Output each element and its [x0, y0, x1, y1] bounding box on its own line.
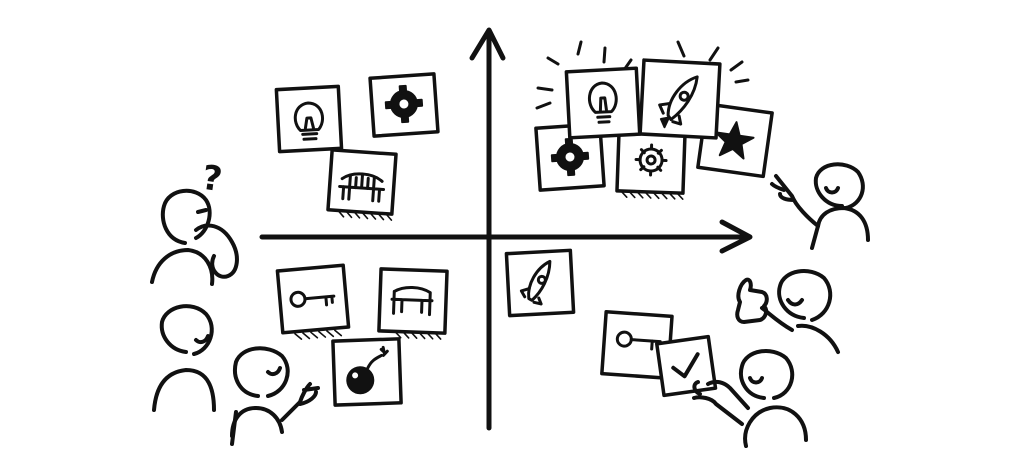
star-icon	[714, 121, 755, 160]
card-lightbulb-topright	[564, 66, 642, 140]
vertical-axis	[469, 27, 506, 431]
card-checkmark-bottomright	[655, 334, 718, 398]
bomb-icon	[346, 345, 389, 395]
lightbulb-icon	[293, 101, 325, 141]
card-rocket-topright	[638, 58, 722, 140]
pointing-person	[770, 162, 870, 250]
checkmark-icon	[671, 352, 700, 379]
card-bomb-bottomleft	[331, 337, 403, 407]
card-holding-person	[692, 349, 808, 448]
horizontal-axis	[259, 219, 753, 254]
person-bottomleft-back	[152, 304, 216, 412]
bridge-icon	[338, 172, 386, 203]
card-gear-topleft	[368, 72, 440, 138]
card-rocket-bottomright	[504, 248, 576, 318]
card-key-bottomright	[600, 310, 674, 380]
card-key-bottomleft	[275, 263, 351, 340]
card-bridge-topleft	[326, 148, 398, 221]
gear-outline-icon	[634, 143, 668, 177]
person-bottomleft-front	[230, 346, 320, 446]
highlight-burst-lines	[535, 40, 750, 110]
rocket-icon	[658, 75, 699, 129]
lightbulb-icon	[588, 81, 618, 124]
bench-bridge-icon	[390, 286, 434, 317]
question-mark: ?	[199, 158, 224, 200]
thumbs-up-person	[735, 269, 840, 354]
card-gear-outline-topright	[615, 129, 687, 200]
card-bridge-bottomleft	[377, 267, 449, 340]
card-lightbulb-topleft	[274, 84, 344, 154]
key-icon	[289, 290, 336, 308]
gear-icon	[550, 137, 590, 177]
gear-icon	[384, 84, 424, 124]
rocket-icon	[519, 259, 552, 306]
thinking-person: ?	[150, 158, 239, 286]
